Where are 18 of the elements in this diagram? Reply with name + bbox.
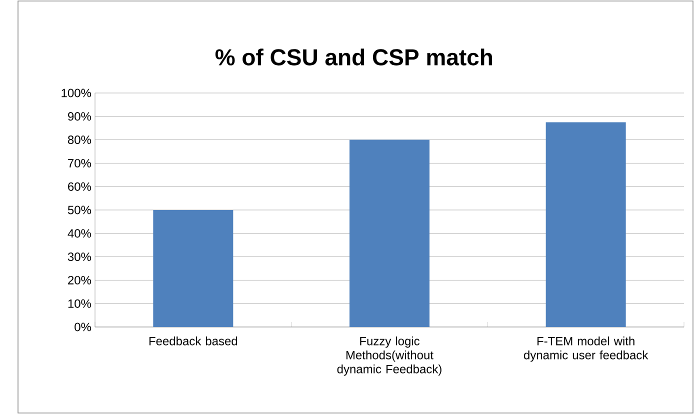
y-tick-label: 20% xyxy=(68,276,92,284)
y-tick-label: 40% xyxy=(68,229,92,238)
y-tick-label: 100% xyxy=(62,88,92,98)
y-tick-label: 90% xyxy=(68,112,92,121)
y-tick-label: 70% xyxy=(68,158,92,168)
y-tick-label: 60% xyxy=(68,182,92,191)
x-tick-label: Fuzzy logic Methods(without dynamic Feedback) xyxy=(337,336,442,376)
y-tick-label: 10% xyxy=(68,299,92,308)
chart-title: % of CSU and CSP match xyxy=(215,48,492,66)
bar xyxy=(350,140,430,327)
y-tick-label: 80% xyxy=(68,136,92,144)
y-tick-label: 0% xyxy=(74,322,92,332)
bar xyxy=(546,122,626,327)
y-tick-label: 50% xyxy=(68,206,92,214)
bar xyxy=(153,210,234,327)
y-tick-label: 30% xyxy=(68,252,92,262)
x-tick-label: Feedback based xyxy=(149,336,238,346)
x-tick-label: F-TEM model with dynamic user feedback xyxy=(524,336,648,362)
